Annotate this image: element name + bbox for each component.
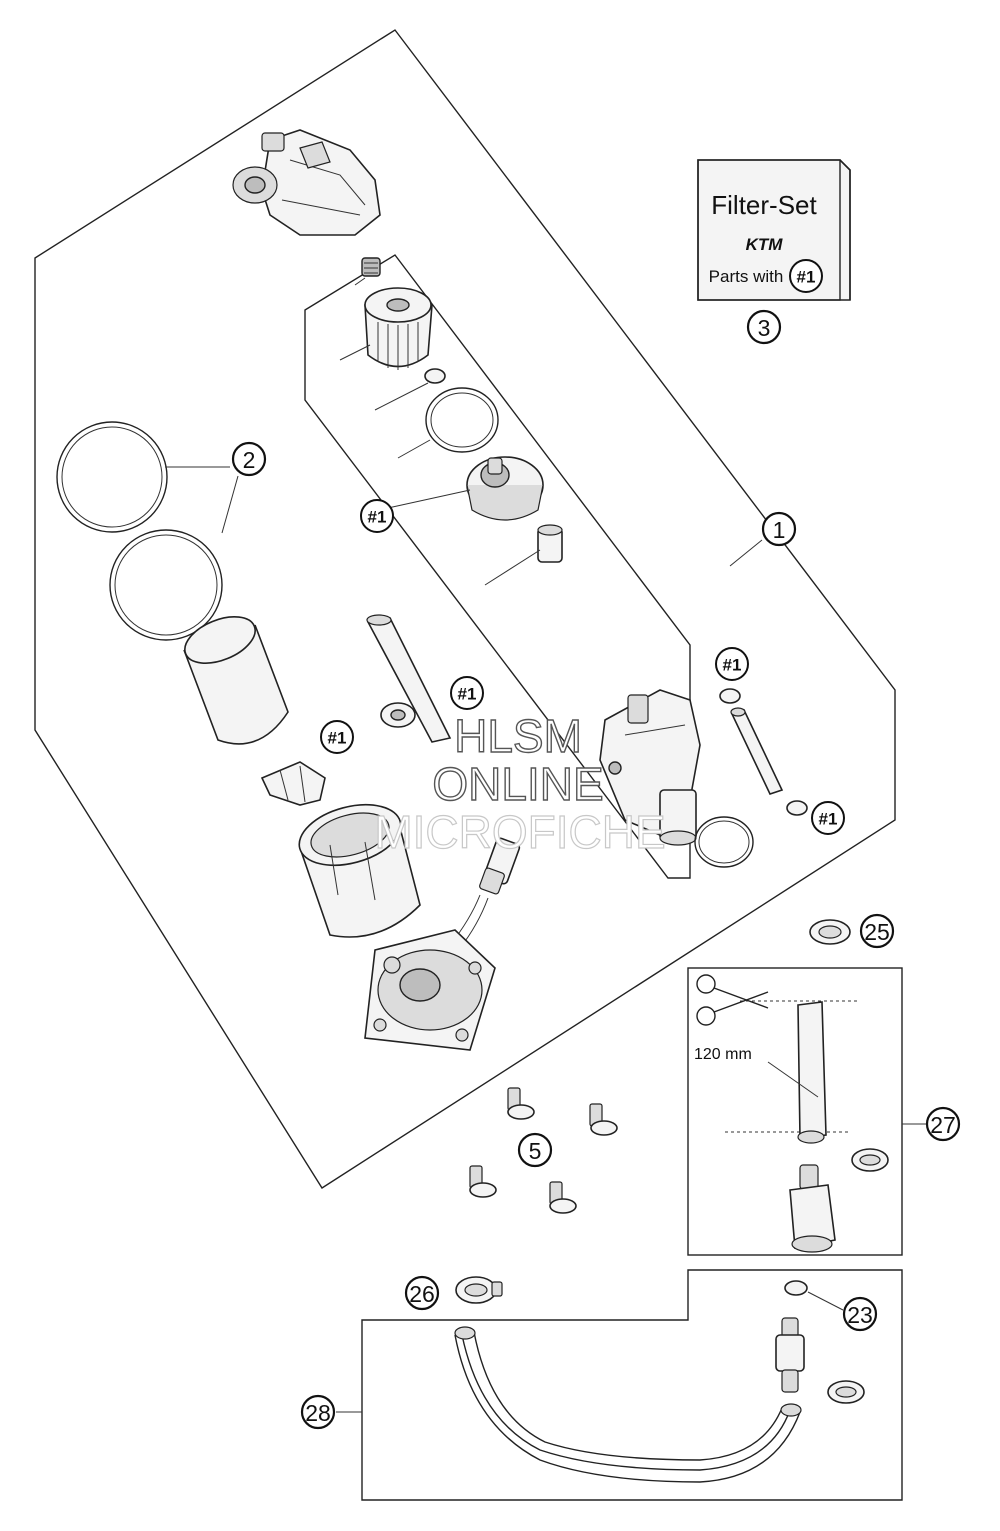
seal-ring-large-2-inner xyxy=(114,534,218,636)
retaining-clip xyxy=(260,761,326,806)
pump-flange xyxy=(364,929,496,1051)
callout-2-text: 2 xyxy=(243,447,256,473)
pump-o-ring xyxy=(694,816,754,868)
filter-o-ring-inner xyxy=(430,392,494,448)
watermark-line-2: ONLINE xyxy=(432,758,603,810)
subset-marker-clip-text: #1 xyxy=(328,729,347,748)
screw-3 xyxy=(469,1165,497,1198)
callout-5: 5 xyxy=(517,1132,553,1168)
screw-4 xyxy=(549,1181,577,1214)
leader-subset-5 xyxy=(387,489,471,509)
hose-length-leader xyxy=(767,1061,819,1098)
screw-1 xyxy=(507,1087,535,1120)
subset-marker-filter-box-text: #1 xyxy=(797,268,816,287)
small-ring-nut xyxy=(380,702,416,728)
angled-tube xyxy=(366,614,452,743)
small-spring xyxy=(361,257,381,277)
filter-cover xyxy=(466,456,544,521)
leader-subset-6 xyxy=(484,549,541,586)
callout-27-text: 27 xyxy=(930,1112,956,1138)
subset-marker-pump-top-text: #1 xyxy=(723,656,742,675)
leader-subset-1 xyxy=(354,277,366,286)
filter-set-title: Filter-Set xyxy=(711,190,817,220)
watermark-line-1: HLSM xyxy=(454,710,582,762)
subset-marker-filter-box: #1 xyxy=(789,259,823,293)
filter-o-ring xyxy=(425,387,499,453)
seal-ring-large-1 xyxy=(56,421,168,533)
pump-holder-housing xyxy=(298,803,421,938)
subset-marker-pump-top: #1 xyxy=(715,647,749,681)
callout-28: 28 xyxy=(300,1394,336,1430)
hose-section xyxy=(797,1001,827,1144)
small-washer-top xyxy=(719,688,741,704)
subset-marker-ring-nut: #1 xyxy=(450,676,484,710)
watermark-line-3: MICROFICHE xyxy=(374,806,665,858)
subset-marker-washer: #1 xyxy=(811,801,845,835)
callout-28-text: 28 xyxy=(305,1400,331,1426)
subset-marker-filter-stack-text: #1 xyxy=(368,508,387,527)
pressure-regulator-housing xyxy=(232,129,381,236)
callout-1-text: 1 xyxy=(773,517,786,543)
hose-clamp-line xyxy=(827,1380,865,1404)
callout-25: 25 xyxy=(859,913,895,949)
callout-1: 1 xyxy=(761,511,797,547)
quick-connector-kit xyxy=(789,1164,836,1253)
leader-subset-2 xyxy=(339,344,371,361)
hose-kit-box xyxy=(687,967,903,1256)
callout-26-text: 26 xyxy=(409,1281,435,1307)
callout-3: 3 xyxy=(746,309,782,345)
callout-27: 27 xyxy=(925,1106,961,1142)
leader-1 xyxy=(729,539,763,567)
pump-o-ring-inner xyxy=(698,820,750,864)
leader-2b xyxy=(221,475,239,534)
leader-23 xyxy=(807,1291,844,1311)
leader-subset-4 xyxy=(397,439,431,459)
subset-marker-washer-text: #1 xyxy=(819,810,838,829)
fuel-line-box xyxy=(361,1269,903,1501)
callout-23-text: 23 xyxy=(847,1302,873,1328)
filter-subassembly-boundary xyxy=(304,254,691,879)
fuel-hose xyxy=(454,1326,802,1483)
small-sleeve xyxy=(537,524,563,563)
callout-23: 23 xyxy=(842,1296,878,1332)
subset-marker-clip: #1 xyxy=(320,720,354,754)
callout-2: 2 xyxy=(231,441,267,477)
cylinder-sleeve xyxy=(183,616,289,745)
subset-marker-ring-nut-text: #1 xyxy=(458,685,477,704)
hose-clamp-26 xyxy=(455,1276,503,1304)
screw-2 xyxy=(589,1103,618,1136)
callout-26: 26 xyxy=(404,1275,440,1311)
leader-subset-3 xyxy=(374,382,429,411)
fuel-pump-motor xyxy=(599,689,701,846)
ktm-logo: KTM xyxy=(746,235,784,254)
small-o-ring xyxy=(424,368,446,384)
hose-clamp-kit xyxy=(851,1148,889,1172)
hose-length-label: 120 mm xyxy=(694,1046,752,1063)
inline-fuel-fitting xyxy=(775,1317,805,1393)
cable-connector xyxy=(449,837,521,949)
small-washer-bottom xyxy=(786,800,808,816)
callout-25-text: 25 xyxy=(864,919,890,945)
fuel-filter-element xyxy=(364,287,433,370)
seal-ring-large-1-inner xyxy=(61,426,163,528)
seal-ring-large-2 xyxy=(109,529,223,641)
subset-marker-filter-stack: #1 xyxy=(360,499,394,533)
parts-with-label: Parts with xyxy=(709,267,784,286)
callout-5-text: 5 xyxy=(529,1138,542,1164)
scissors-icon xyxy=(696,974,769,1026)
fitting-o-ring xyxy=(784,1280,808,1296)
callout-3-text: 3 xyxy=(758,315,771,341)
hose-clamp-25 xyxy=(809,919,851,945)
fuel-pump-assembly-boundary xyxy=(34,29,896,1189)
guide-pin xyxy=(730,707,784,795)
